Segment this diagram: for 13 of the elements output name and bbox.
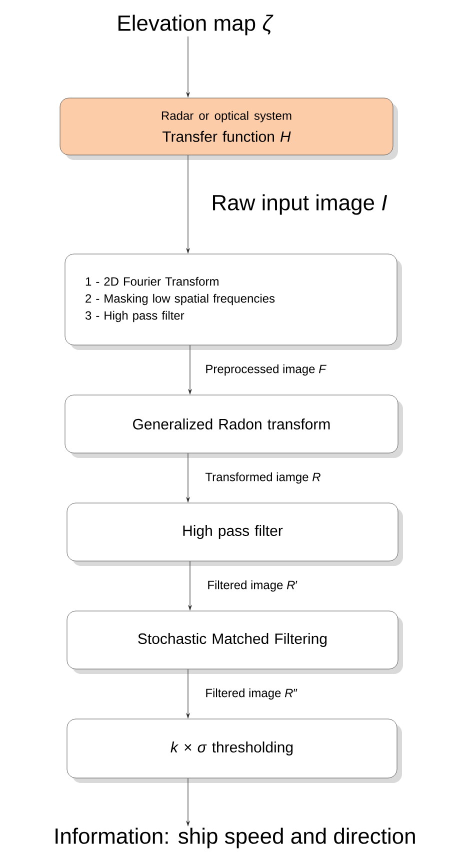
- flow-text: Information: ship speed and direction: [56, 828, 415, 848]
- edge-label: Transformed iamge R: [204, 471, 322, 485]
- process-box: Radar or optical system Transfer function H: [60, 98, 398, 160]
- edge-label: Filtered image R″: [204, 687, 298, 701]
- process-box: Stochastic Matched Filtering: [66, 610, 403, 674]
- flow-text: Elevation map ζ: [118, 14, 274, 36]
- process-box: 1 - 2D Fourier Transform 2 - Masking low spatial frequencies 3 - High pass filter: [64, 254, 402, 350]
- edge-label: Preprocessed image F: [204, 363, 328, 377]
- process-box: k × σ thresholding: [66, 718, 402, 783]
- process-box: Generalized Radon transform: [64, 394, 403, 458]
- process-box: High pass filter: [66, 502, 403, 566]
- edge-label: Filtered image R′: [206, 579, 298, 593]
- edge-label: Raw input image I: [210, 193, 388, 216]
